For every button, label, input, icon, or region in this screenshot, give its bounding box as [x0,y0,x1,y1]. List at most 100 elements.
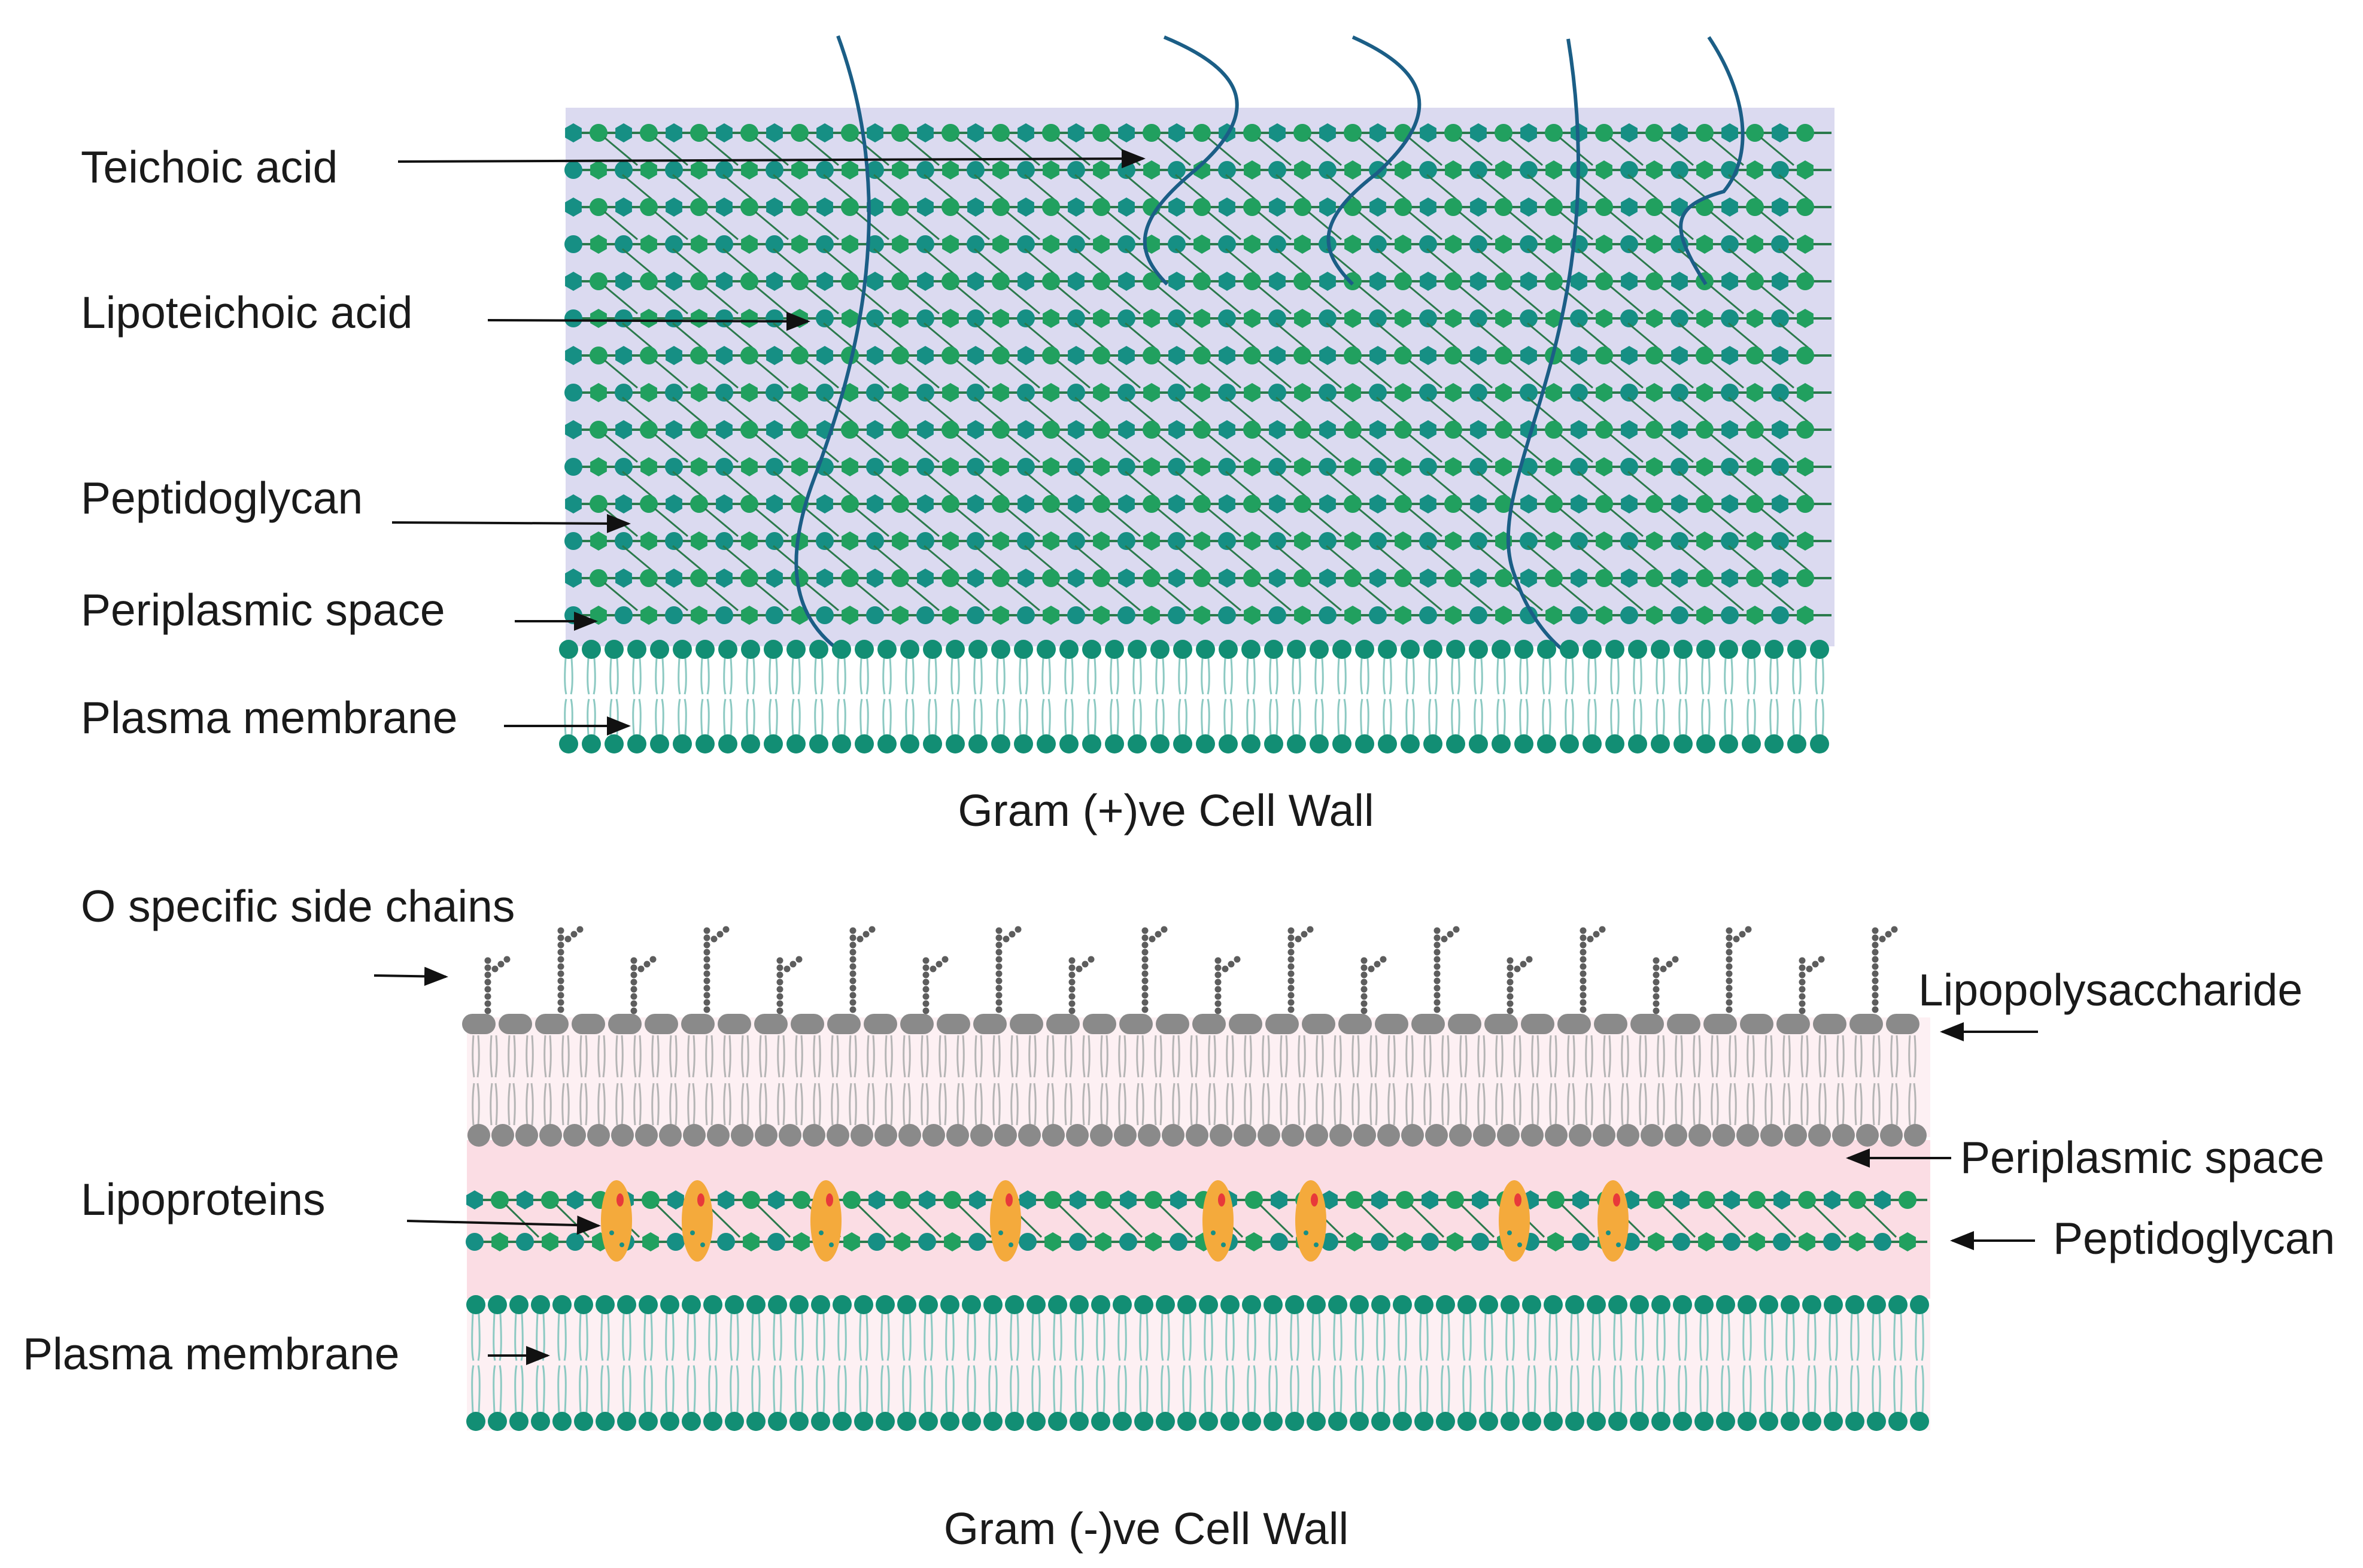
lipid-head [1781,1412,1800,1431]
sugar-unit [1520,961,1527,968]
inner-leaflet-head [1425,1124,1448,1147]
gn-membrane-lipid-pair [1673,1295,1692,1431]
sugar-unit [849,984,856,992]
sugar-bead [640,160,657,180]
peptide-crosslink [1006,508,1040,537]
sugar-bead [1472,1190,1489,1210]
sugar-bead [1470,346,1487,365]
lipid-head [1845,1412,1864,1431]
peptide-crosslink [1426,174,1460,203]
sugar-bead [992,457,1009,476]
peptide-crosslink [1107,582,1141,612]
sugar-bead [942,235,959,254]
lipid-tail [579,1035,588,1078]
sugar-bead [1621,420,1638,439]
peptide-crosslink [1509,582,1543,612]
sugar-unit [1799,971,1806,979]
sugar-bead [1419,606,1437,624]
outer-leaflet-lipid [615,1035,624,1126]
peptide-crosslink [1358,359,1392,389]
sugar-unit [1068,957,1076,964]
peptide-crosslink [622,248,656,278]
sugar-unit [1580,941,1587,949]
gn-membrane-lipid-pair [1867,1295,1886,1431]
lipid-tail [1742,1365,1752,1413]
peptide-crosslink [957,1204,992,1238]
sugar-bead [1319,309,1337,327]
inner-leaflet-head [1880,1124,1903,1147]
lipid-tail [1132,658,1142,695]
sugar-bead [1495,347,1512,364]
lipid-tail [1451,658,1460,695]
gn-membrane-lipid-pair [703,1295,722,1431]
sugar-bead [1369,272,1386,291]
sugar-unit [922,993,930,1000]
lipid-head [1219,734,1238,753]
sugar-bead [1168,161,1186,179]
sugar-unit [1507,957,1514,964]
lipid-head [1128,734,1147,753]
sugar-bead [1621,197,1638,217]
sugar-bead [1849,1232,1866,1251]
peptide-crosslink [1509,508,1543,537]
lipid-tail [1701,658,1711,695]
sugar-bead [816,123,833,142]
lipid-tail [880,1365,890,1413]
sugar-bead [842,531,858,551]
outer-leaflet-lipid [1190,1035,1198,1126]
sugar-unit [1653,971,1660,979]
sugar-bead [1545,272,1563,290]
lipid-tail [1711,1083,1719,1126]
peptide-crosslink [773,396,807,426]
peptide-crosslink [722,322,757,352]
gn-membrane-lipid-pair [1651,1295,1670,1431]
sugar-bead [716,494,733,513]
lipid-head [1479,1412,1498,1431]
inner-leaflet-head [1497,1124,1520,1147]
lipid-head [1719,640,1738,659]
lps-molecule [499,1014,532,1034]
sugar-bead [1420,272,1436,291]
lipid-tail [1369,1035,1378,1078]
sugar-unit [1799,1007,1806,1014]
sugar-bead [967,235,985,253]
lipid-tail [1419,1365,1429,1413]
lipid-head [617,1295,636,1314]
sugar-unit [1799,1000,1806,1007]
gp-membrane-lipid-pair [695,640,715,753]
lipid-tail [622,1313,631,1361]
sugar-unit [630,979,637,986]
lipid-head [854,1412,873,1431]
lipid-head [509,1295,529,1314]
sugar-bead [1596,235,1612,254]
sugar-bead [1746,272,1764,290]
peptide-crosslink [1408,508,1442,537]
lipid-tail [1657,1035,1665,1078]
outer-leaflet-lipid [1908,1035,1916,1126]
o-side-chain [849,926,876,1013]
lipid-head [1436,1295,1455,1314]
lipid-head [1355,640,1374,659]
peptide-crosslink [1207,582,1241,612]
inner-leaflet-head [898,1124,921,1147]
sugar-bead [1746,421,1764,439]
sugar-bead [1747,606,1763,625]
lipoprotein-body [1597,1180,1629,1262]
lipid-tail [1565,698,1574,736]
sugar-bead [740,495,758,513]
lipid-head [1560,640,1579,659]
gn-membrane-lipid-pair [1457,1295,1477,1431]
gn-membrane-lipid-pair [1436,1295,1455,1431]
sugar-bead [1595,569,1613,587]
sugar-bead [743,1232,760,1251]
lipid-tail [1721,1365,1730,1413]
gp-membrane-lipid-pair [923,640,942,753]
peptide-crosslink [1157,285,1191,315]
sugar-unit [484,986,491,993]
sugar-unit [1726,949,1733,956]
sugar-bead [1269,272,1286,291]
outer-leaflet-lipid [1010,1035,1019,1126]
lipid-tail [723,658,733,695]
peptide-crosslink [1459,582,1493,612]
peptide-crosslink [1728,396,1762,426]
